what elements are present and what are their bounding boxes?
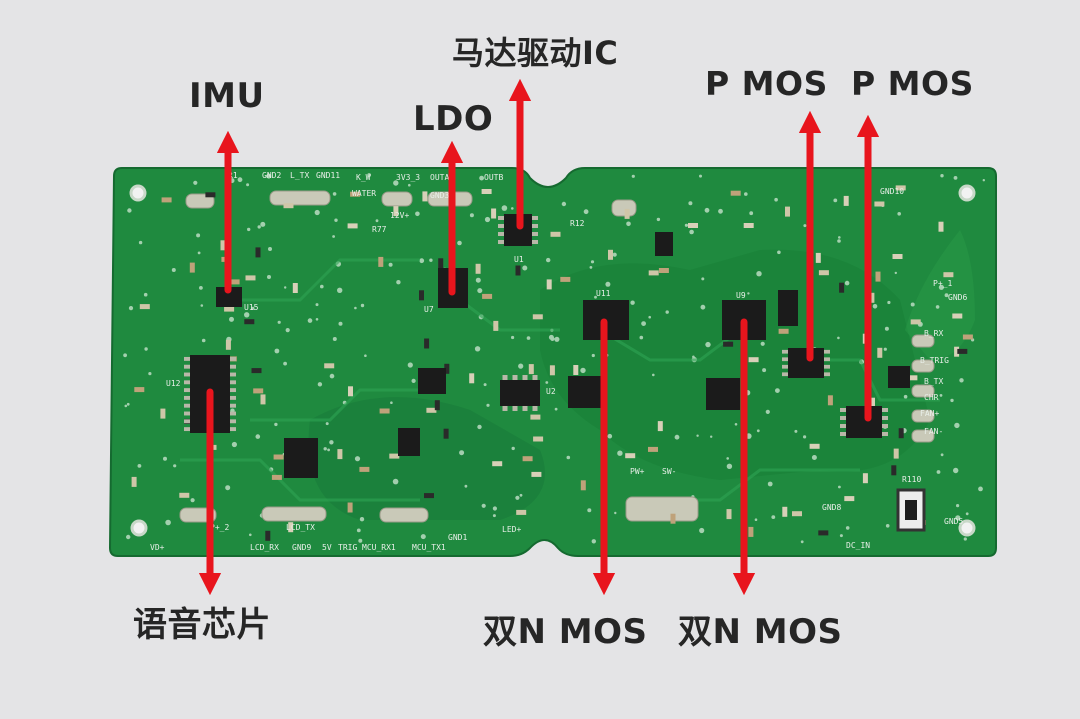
- silk-gnd9: GND9: [292, 543, 311, 552]
- label-p-mos-1: P MOS: [705, 64, 828, 103]
- silk-water: WATER: [352, 189, 376, 198]
- silk-gnd10: GND10: [880, 187, 904, 196]
- silk-u15: U15: [244, 303, 259, 312]
- silk-k-w: K_W: [356, 173, 371, 182]
- silk-gnd8: GND8: [822, 503, 841, 512]
- copper-pour: [905, 230, 975, 360]
- silk-outb: OUTB: [484, 173, 503, 182]
- silk-vd-plus: VD+: [150, 543, 165, 552]
- silk-pw-plus: PW+: [630, 467, 645, 476]
- silk-gnd2: GND2: [262, 171, 281, 180]
- silk-3v3-3: 3V3_3: [396, 173, 420, 182]
- silk-lcd-tx: LCD_TX: [286, 523, 315, 532]
- silk-p-plus-1: P+_1: [933, 279, 952, 288]
- silk-sw-minus: SW-: [662, 467, 676, 476]
- pad-rows: [179, 190, 935, 523]
- silk-r1: R1: [228, 171, 238, 180]
- silk-gnd5: GND5: [944, 517, 963, 526]
- silk-5v: 5V: [322, 543, 332, 552]
- copper-pour: [540, 249, 930, 480]
- silk-r110: R110: [902, 475, 921, 484]
- p-mos-chip-1: [788, 348, 824, 378]
- silk-led-plus: LED+: [502, 525, 521, 534]
- silk-trig: TRIG: [338, 543, 357, 552]
- silk-fan-plus: FAN+: [920, 409, 939, 418]
- silk-outa: OUTA: [430, 173, 449, 182]
- silk-u12: U12: [166, 379, 181, 388]
- silk-u1: U1: [514, 255, 524, 264]
- silk-fan-minus: FAN-: [924, 427, 943, 436]
- silk-lcd-rx: LCD_RX: [250, 543, 279, 552]
- silk-mcu-rx1: MCU_RX1: [362, 543, 396, 552]
- label-dual-n-mos-1: 双N MOS: [483, 612, 648, 652]
- imu-chip: [216, 287, 242, 307]
- label-dual-n-mos-2: 双N MOS: [678, 612, 843, 652]
- silk-gnd1: GND1: [448, 533, 467, 542]
- silk-gnd3: GND3: [430, 191, 449, 200]
- silk-dc-in: DC_IN: [846, 541, 870, 550]
- silk-b-tx: B_TX: [924, 377, 943, 386]
- copper-pour: [308, 397, 545, 520]
- silkscreen-text: R1 GND2 L_TX GND11 K_W 3V3_3 OUTA OUTB G…: [150, 171, 967, 552]
- silk-u7: U7: [424, 305, 434, 314]
- silk-l-tx: L_TX: [290, 171, 309, 180]
- silk-r12: R12: [570, 219, 585, 228]
- label-motor-driver-ic: 马达驱动IC: [452, 34, 619, 72]
- silk-12v: 12V+: [390, 211, 409, 220]
- label-voice-chip: 语音芯片: [133, 605, 271, 645]
- label-ldo: LDO: [413, 99, 494, 139]
- silk-r77: R77: [372, 225, 387, 234]
- smd-components: [131, 185, 973, 541]
- label-p-mos-2: P MOS: [851, 64, 974, 103]
- silk-gnd11: GND11: [316, 171, 340, 180]
- ic-pins: [184, 216, 888, 436]
- annotation-arrows: [198, 78, 880, 596]
- silk-u9: U9: [736, 291, 746, 300]
- silk-chr: CHR: [924, 393, 939, 402]
- silk-u2: U2: [546, 387, 556, 396]
- mounting-holes: [129, 184, 976, 537]
- silk-gnd6: GND6: [948, 293, 967, 302]
- via-pattern: [123, 173, 985, 544]
- silk-b-trig: B_TRIG: [920, 356, 949, 365]
- silk-mcu-tx1: MCU_TX1: [412, 543, 446, 552]
- silk-b-rx: B_RX: [924, 329, 943, 338]
- p-mos-chip-2: [846, 406, 882, 438]
- silk-p-plus-2: P+_2: [210, 523, 229, 532]
- label-imu: IMU: [189, 76, 265, 116]
- silk-u11: U11: [596, 289, 611, 298]
